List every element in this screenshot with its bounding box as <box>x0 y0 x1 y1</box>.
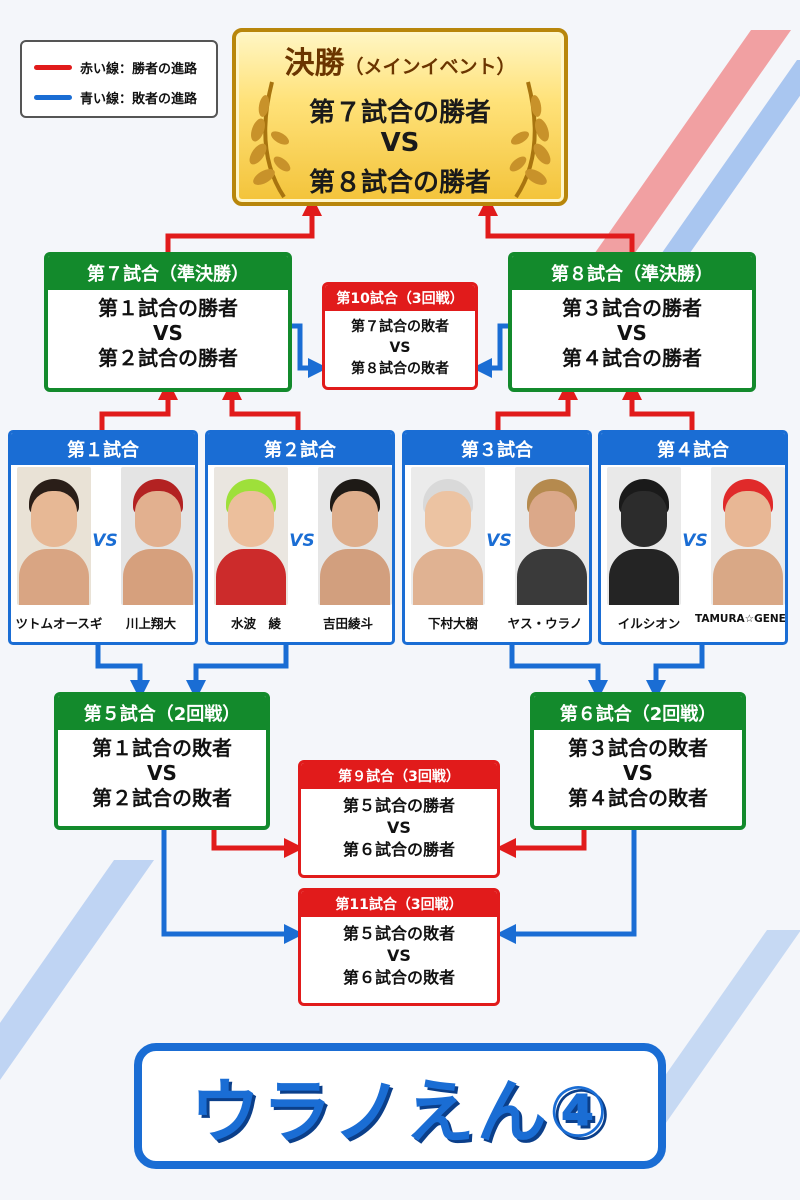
match8-box: 第８試合（準決勝） 第３試合の勝者 VS 第４試合の勝者 <box>508 252 756 392</box>
laurel-right-icon <box>509 81 551 199</box>
match9-box: 第９試合（3回戦） 第５試合の勝者 VS 第６試合の勝者 <box>298 760 500 878</box>
final-title: 決勝（メインイベント） <box>236 38 564 82</box>
red-line-swatch <box>34 65 72 70</box>
match8-vs: VS <box>617 321 647 345</box>
match4-card: 第４試合 VS イルシオン TAMURA☆GENE☆ <box>598 430 788 645</box>
match1-left-name: ツトムオースギ <box>15 616 103 631</box>
final-line2: 第８試合の勝者 <box>308 168 491 198</box>
match8-head: 第８試合（準決勝） <box>512 256 752 290</box>
match9-line2: 第６試合の勝者 <box>342 840 455 859</box>
match11-body: 第５試合の敗者 VS 第６試合の敗者 <box>301 917 497 989</box>
match5-line1: 第１試合の敗者 <box>92 736 232 760</box>
match7-body: 第１試合の勝者 VS 第２試合の勝者 <box>48 290 288 371</box>
match4-vs: VS <box>682 531 708 551</box>
match1-head: 第１試合 <box>11 433 195 465</box>
match11-line2: 第６試合の敗者 <box>342 968 455 987</box>
match4-left-name: イルシオン <box>617 616 681 631</box>
match10-vs: VS <box>389 340 411 356</box>
match10-body: 第７試合の敗者 VS 第８試合の敗者 <box>325 311 475 380</box>
match3-left-name: 下村大樹 <box>427 616 478 631</box>
wrestler-photo <box>411 467 485 605</box>
match6-box: 第６試合（2回戦） 第３試合の敗者 VS 第４試合の敗者 <box>530 692 746 830</box>
match6-line1: 第３試合の敗者 <box>568 736 708 760</box>
match9-vs: VS <box>387 818 411 837</box>
match11-box: 第11試合（3回戦） 第５試合の敗者 VS 第６試合の敗者 <box>298 888 500 1006</box>
event-logo: ウラノえん④ <box>134 1043 666 1169</box>
match7-box: 第７試合（準決勝） 第１試合の勝者 VS 第２試合の勝者 <box>44 252 292 392</box>
match11-vs: VS <box>387 946 411 965</box>
match2-card: 第２試合 VS 水波 綾 吉田綾斗 <box>205 430 395 645</box>
laurel-left-icon <box>249 81 291 199</box>
match6-head: 第６試合（2回戦） <box>534 696 742 730</box>
match5-box: 第５試合（2回戦） 第１試合の敗者 VS 第２試合の敗者 <box>54 692 270 830</box>
match7-line2: 第２試合の勝者 <box>98 346 238 370</box>
wrestler-photo <box>121 467 195 605</box>
match10-box: 第10試合（3回戦） 第７試合の敗者 VS 第８試合の敗者 <box>322 282 478 390</box>
match3-vs: VS <box>486 531 512 551</box>
final-subtitle: （メインイベント） <box>344 56 516 78</box>
wrestler-photo <box>318 467 392 605</box>
match7-head: 第７試合（準決勝） <box>48 256 288 290</box>
match3-card: 第３試合 VS 下村大樹 ヤス・ウラノ <box>402 430 592 645</box>
match1-vs: VS <box>92 531 118 551</box>
match1-right-name: 川上翔大 <box>125 616 176 631</box>
match2-left-name: 水波 綾 <box>230 616 281 631</box>
match11-head: 第11試合（3回戦） <box>301 891 497 917</box>
final-title-main: 決勝 <box>284 46 345 81</box>
final-vs: VS <box>380 128 420 158</box>
match9-head: 第９試合（3回戦） <box>301 763 497 789</box>
legend: 赤い線：勝者の進路 青い線：敗者の進路 <box>20 40 218 118</box>
match8-line1: 第３試合の勝者 <box>562 296 702 320</box>
match2-head: 第２試合 <box>208 433 392 465</box>
match9-line1: 第５試合の勝者 <box>342 796 455 815</box>
match10-line1: 第７試合の敗者 <box>351 319 449 335</box>
legend-row-blue: 青い線：敗者の進路 <box>34 88 197 107</box>
match10-line2: 第８試合の敗者 <box>351 361 449 377</box>
match1-card: 第１試合 VS ツトムオースギ 川上翔大 <box>8 430 198 645</box>
match11-line1: 第５試合の敗者 <box>342 924 455 943</box>
wrestler-photo <box>214 467 288 605</box>
match6-line2: 第４試合の敗者 <box>568 786 708 810</box>
match2-vs: VS <box>289 531 315 551</box>
blue-line-swatch <box>34 95 72 100</box>
match4-head: 第４試合 <box>601 433 785 465</box>
wrestler-photo <box>711 467 785 605</box>
match3-head: 第３試合 <box>405 433 589 465</box>
match5-vs: VS <box>147 761 177 785</box>
final-line1: 第７試合の勝者 <box>308 98 491 128</box>
legend-blue-label: 青い線：敗者の進路 <box>80 92 198 107</box>
match6-vs: VS <box>623 761 653 785</box>
wrestler-photo <box>607 467 681 605</box>
match5-line2: 第２試合の敗者 <box>92 786 232 810</box>
match5-body: 第１試合の敗者 VS 第２試合の敗者 <box>58 730 266 811</box>
match9-body: 第５試合の勝者 VS 第６試合の勝者 <box>301 789 497 861</box>
match6-body: 第３試合の敗者 VS 第４試合の敗者 <box>534 730 742 811</box>
wrestler-photo <box>17 467 91 605</box>
wrestler-photo <box>515 467 589 605</box>
legend-red-label: 赤い線：勝者の進路 <box>80 62 198 77</box>
match8-line2: 第４試合の勝者 <box>562 346 702 370</box>
match10-head: 第10試合（3回戦） <box>325 285 475 311</box>
event-logo-text: ウラノえん④ <box>190 1070 610 1153</box>
final-match-box: 決勝（メインイベント） 第７試合の勝者 VS 第８試合の勝者 <box>232 28 568 206</box>
match7-line1: 第１試合の勝者 <box>98 296 238 320</box>
match8-body: 第３試合の勝者 VS 第４試合の勝者 <box>512 290 752 371</box>
match5-head: 第５試合（2回戦） <box>58 696 266 730</box>
legend-row-red: 赤い線：勝者の進路 <box>34 58 197 77</box>
match7-vs: VS <box>153 321 183 345</box>
match2-right-name: 吉田綾斗 <box>322 616 373 631</box>
match4-right-name: TAMURA☆GENE☆ <box>695 613 787 625</box>
match3-right-name: ヤス・ウラノ <box>507 616 583 631</box>
